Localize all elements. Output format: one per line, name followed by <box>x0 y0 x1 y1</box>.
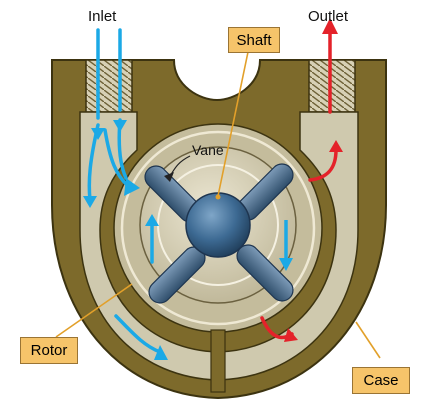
vane-label: Vane <box>192 142 224 158</box>
outlet-label: Outlet <box>308 8 349 25</box>
case-partition <box>210 329 226 393</box>
shaft-label: Shaft <box>228 27 280 53</box>
inlet-arrowheads <box>83 120 168 360</box>
shaft <box>185 192 251 258</box>
rotor-flow-arrow <box>279 220 293 271</box>
inlet-label: Inlet <box>88 8 117 25</box>
case-label: Case <box>352 367 410 394</box>
vane-leader-arrowhead <box>164 172 174 182</box>
outlet-arrowheads <box>284 18 343 342</box>
leader-lines <box>55 51 381 359</box>
shaft-leader-dot <box>215 194 221 200</box>
chamber-groove <box>120 130 316 326</box>
inlet-port <box>85 59 133 113</box>
outlet-port <box>308 59 356 113</box>
rotor-label: Rotor <box>20 337 78 364</box>
